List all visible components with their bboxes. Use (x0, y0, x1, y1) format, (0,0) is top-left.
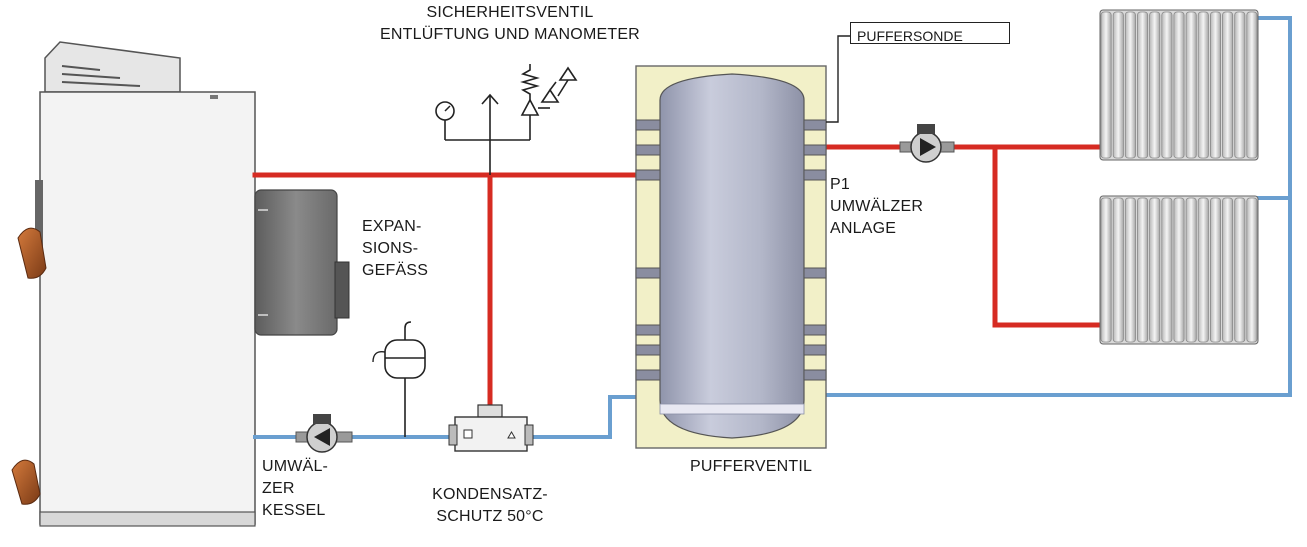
manometer (435, 101, 455, 121)
boiler-pump-label-line3: KESSEL (262, 502, 326, 519)
safety-valve-label: SICHERHEITSVENTIL ENTLÜFTUNG UND MANOMET… (340, 2, 680, 46)
expansion-vessel (254, 189, 350, 336)
condensate-protection-label: KONDENSATZ- SCHUTZ 50°C (410, 484, 570, 528)
supply-pipe (252, 144, 1113, 408)
probe-line (826, 35, 850, 123)
safety-valve-icon (520, 64, 578, 116)
buffer-probe-label: PUFFERSONDE (850, 22, 1010, 44)
boiler-pump-icon (295, 414, 353, 453)
expansion-label-line2: SIONS- (362, 240, 419, 257)
expansion-vessel-symbol (372, 321, 426, 379)
boiler (11, 41, 256, 527)
expansion-label-line3: GEFÄSS (362, 262, 429, 279)
pump-p1-label-line2: UMWÄLZER (830, 198, 924, 215)
expansion-vessel-label: EXPAN- SIONS- GEFÄSS (362, 216, 428, 282)
condensate-label-line2: SCHUTZ 50°C (436, 508, 544, 525)
system-pump-label: P1 UMWÄLZER ANLAGE (830, 174, 923, 240)
return-pipe (253, 16, 1292, 439)
pump-p1-label-line3: ANLAGE (830, 220, 897, 237)
condensate-valve-icon (448, 404, 534, 452)
radiator-top (1099, 9, 1259, 161)
radiator-bottom (1099, 195, 1259, 345)
pump-p1-label-line1: P1 (830, 176, 850, 193)
safety-valve-label-line2: ENTLÜFTUNG UND MANOMETER (380, 26, 640, 43)
buffer-tank (635, 65, 827, 449)
safety-line (444, 93, 531, 175)
safety-valve-label-line1: SICHERHEITSVENTIL (426, 4, 594, 21)
system-pump-icon (899, 124, 955, 163)
boiler-pump-label-line2: ZER (262, 480, 295, 497)
buffer-valve-label: PUFFERVENTIL (690, 458, 813, 475)
boiler-pump-label: UMWÄL- ZER KESSEL (262, 456, 328, 522)
expansion-label-line1: EXPAN- (362, 218, 422, 235)
condensate-label-line1: KONDENSATZ- (432, 486, 548, 503)
boiler-pump-label-line1: UMWÄL- (262, 458, 329, 475)
